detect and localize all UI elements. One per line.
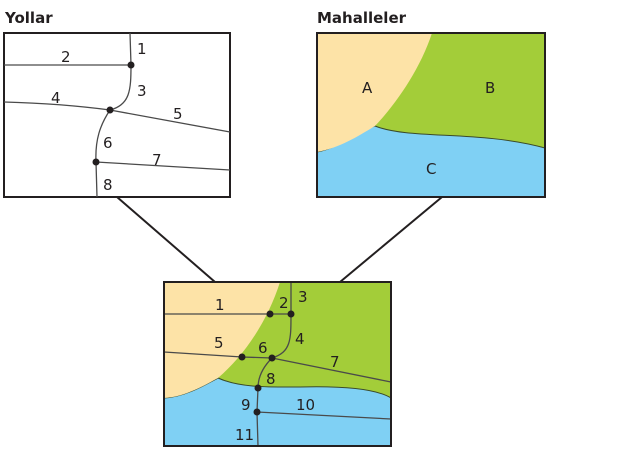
region-label: B [485,79,495,97]
overlay-frame [163,281,392,447]
intersection [106,106,114,114]
road-10 [256,411,392,420]
segment-label: 8 [103,176,113,194]
intersection [238,353,246,361]
segment-label: 2 [61,48,71,66]
neighborhoods-frame [316,32,546,198]
connector-neighborhoods [339,196,443,283]
intersection [253,408,261,416]
segment-label: 4 [51,89,61,107]
connector-roads [116,196,216,283]
segment-label: 1 [215,296,225,314]
intersection [287,310,295,318]
intersection [127,61,135,69]
segment-label: 2 [279,294,289,312]
neighborhoods-panel: Mahalleler A B C [316,9,546,198]
road-middle [163,351,392,383]
segment-label: 6 [258,339,268,357]
segment-label: 3 [298,288,308,306]
segment-label: 3 [137,82,147,100]
intersection [266,310,274,318]
segment-label: 6 [103,134,113,152]
roads-panel: Yollar 1 2 3 4 5 6 7 8 [3,9,231,198]
intersection [254,384,262,392]
segment-label: 4 [295,330,305,348]
segment-label: 1 [137,40,147,58]
road-7 [95,161,231,171]
segment-label: 8 [266,370,276,388]
segment-label: 5 [173,105,183,123]
neighborhoods-title: Mahalleler [317,9,407,27]
segment-label: 9 [241,396,251,414]
region-a [317,33,432,152]
overlay-panel: 1 2 3 4 5 6 7 8 9 10 11 [163,281,392,447]
intersection [92,158,100,166]
region-label: C [426,160,436,178]
segment-label: 10 [296,396,315,414]
road-4-5 [3,101,231,133]
segment-label: 7 [152,151,162,169]
road-vertical [95,32,132,198]
intersection [268,354,276,362]
segment-label: 7 [330,353,340,371]
segment-label: 11 [235,426,254,444]
region-label: A [362,79,373,97]
roads-title: Yollar [4,9,53,27]
overlay-region-a [164,282,280,398]
roads-frame [3,32,231,198]
segment-label: 5 [214,334,224,352]
